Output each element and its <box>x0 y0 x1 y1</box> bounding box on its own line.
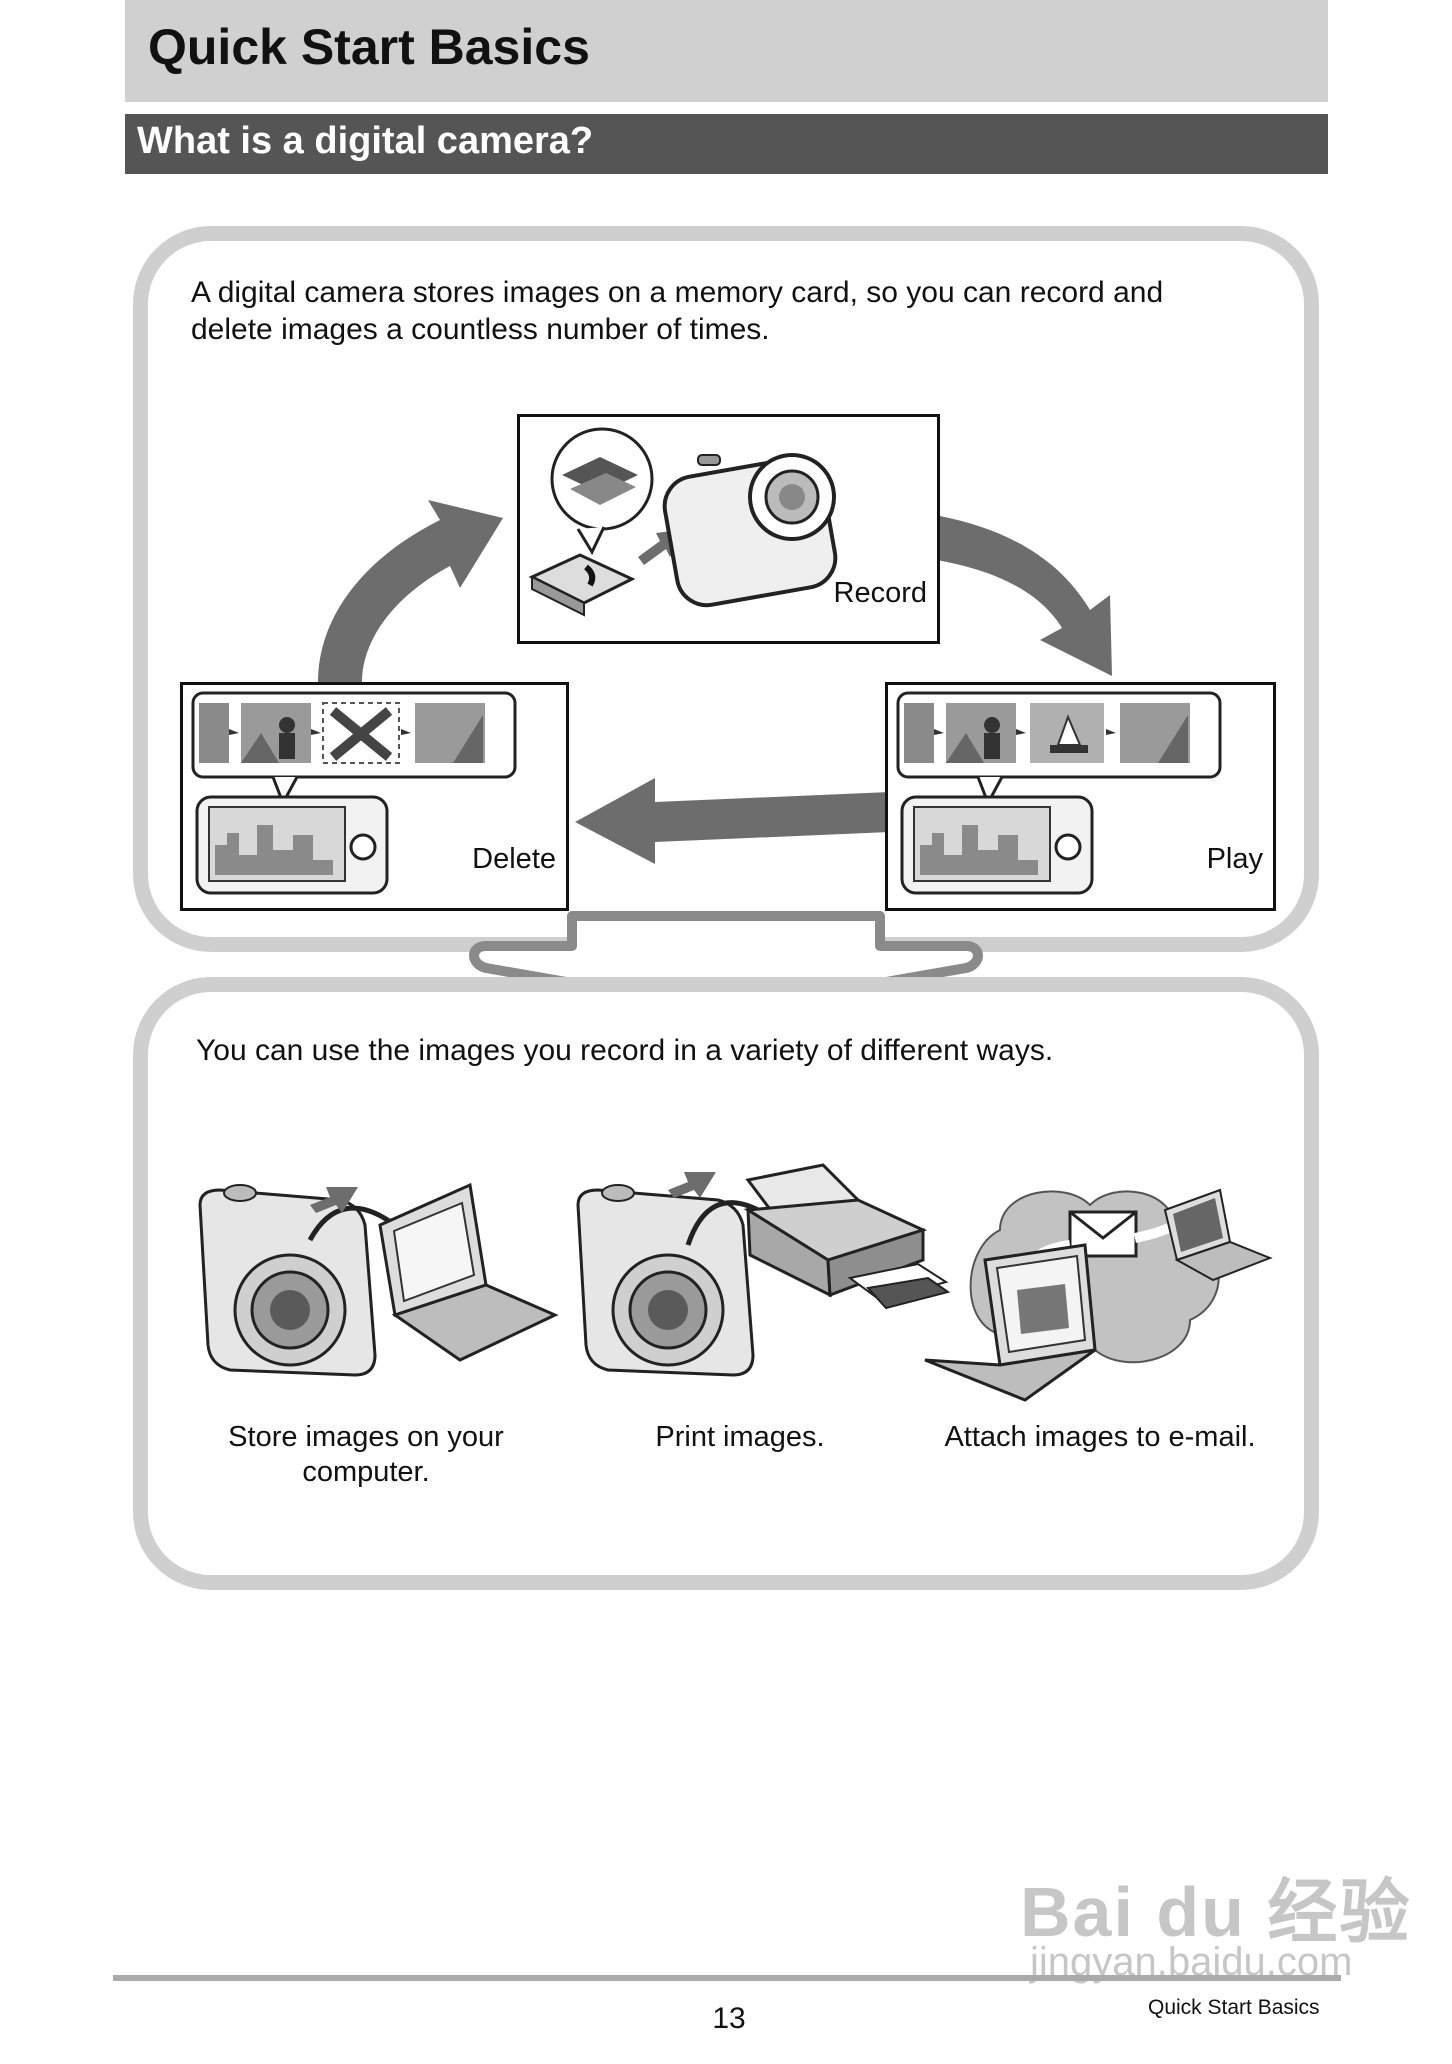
transfer-arrow-icon <box>668 1172 716 1198</box>
store-caption-line-1: Store images on your <box>228 1421 504 1453</box>
watermark-logo: Bai du 经验 <box>1020 1873 1412 1951</box>
film-strip-icon <box>191 691 517 779</box>
delete-label: Delete <box>472 843 556 875</box>
section-title: What is a digital camera? <box>137 120 594 162</box>
cycle-intro-line-2: delete images a countless number of time… <box>191 313 770 346</box>
arrow-delete-to-record <box>318 500 503 682</box>
email-illustration <box>924 1188 1273 1402</box>
cycle-intro-line-1: A digital camera stores images on a memo… <box>191 276 1164 309</box>
store-illustration <box>198 1182 559 1377</box>
envelope-icon <box>1068 1210 1138 1258</box>
uses-intro: You can use the images you record in a v… <box>196 1034 1054 1067</box>
record-label: Record <box>833 577 928 609</box>
camera-icon <box>576 1184 755 1377</box>
footer-section-name: Quick Start Basics <box>1148 1996 1320 2019</box>
footer-rule <box>113 1975 1341 1981</box>
camera-screen-icon <box>900 795 1094 895</box>
page-title: Quick Start Basics <box>148 19 590 75</box>
printer-icon <box>743 1163 951 1310</box>
section-bar <box>125 114 1328 174</box>
film-bubble-icon <box>550 427 654 556</box>
play-label: Play <box>1206 843 1263 875</box>
delete-illustration <box>191 691 517 895</box>
record-illustration <box>528 427 838 617</box>
email-caption: Attach images to e-mail. <box>944 1421 1256 1453</box>
play-illustration <box>896 691 1222 895</box>
page-number: 13 <box>712 2002 746 2035</box>
camera-icon <box>662 453 838 608</box>
cable <box>685 1200 760 1246</box>
record-box: Record <box>517 414 940 644</box>
camera-icon <box>198 1184 377 1377</box>
transfer-arrow-icon <box>310 1187 358 1213</box>
print-caption: Print images. <box>655 1421 825 1453</box>
arrow-record-to-play <box>936 516 1112 676</box>
cable <box>307 1205 397 1242</box>
laptop-icon <box>924 1243 1097 1402</box>
title-bar <box>125 0 1328 102</box>
print-illustration <box>576 1163 951 1377</box>
play-box: Play <box>885 682 1276 911</box>
film-strip-icon <box>896 691 1222 779</box>
arrow-play-to-delete <box>575 778 890 864</box>
store-caption: Store images on your computer. <box>196 1420 536 1490</box>
laptop-icon <box>378 1182 559 1362</box>
cycle-intro: A digital camera stores images on a memo… <box>191 274 1163 348</box>
memory-card-icon <box>528 553 636 617</box>
delete-box: Delete <box>180 682 569 911</box>
camera-screen-icon <box>195 795 389 895</box>
store-caption-line-2: computer. <box>302 1456 430 1488</box>
laptop-small-icon <box>1163 1188 1273 1282</box>
